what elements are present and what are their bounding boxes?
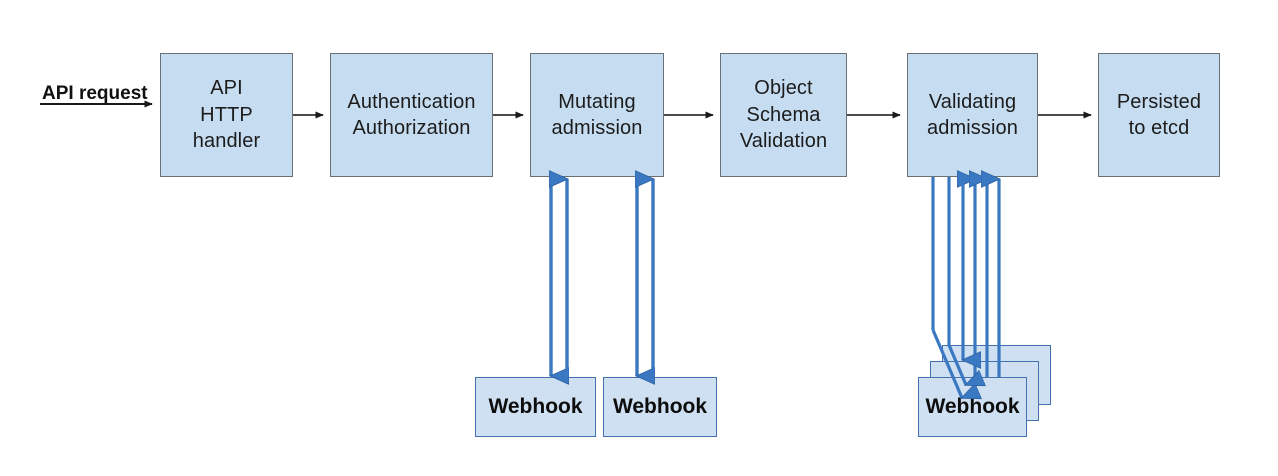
webhook-validating-1[interactable]: Webhook bbox=[918, 377, 1027, 437]
box-authn-authz[interactable]: Authentication Authorization bbox=[330, 53, 493, 177]
box-api-http-handler[interactable]: API HTTP handler bbox=[160, 53, 293, 177]
box-persisted-to-etcd[interactable]: Persisted to etcd bbox=[1098, 53, 1220, 177]
webhook-mutating-2[interactable]: Webhook bbox=[603, 377, 717, 437]
api-request-label: API request bbox=[42, 83, 148, 104]
box-object-schema-validation[interactable]: Object Schema Validation bbox=[720, 53, 847, 177]
box-validating-admission[interactable]: Validating admission bbox=[907, 53, 1038, 177]
box-mutating-admission[interactable]: Mutating admission bbox=[530, 53, 664, 177]
webhook-mutating-1[interactable]: Webhook bbox=[475, 377, 596, 437]
callpair-mutating-2 bbox=[637, 177, 653, 377]
callpair-mutating-1 bbox=[551, 177, 567, 377]
